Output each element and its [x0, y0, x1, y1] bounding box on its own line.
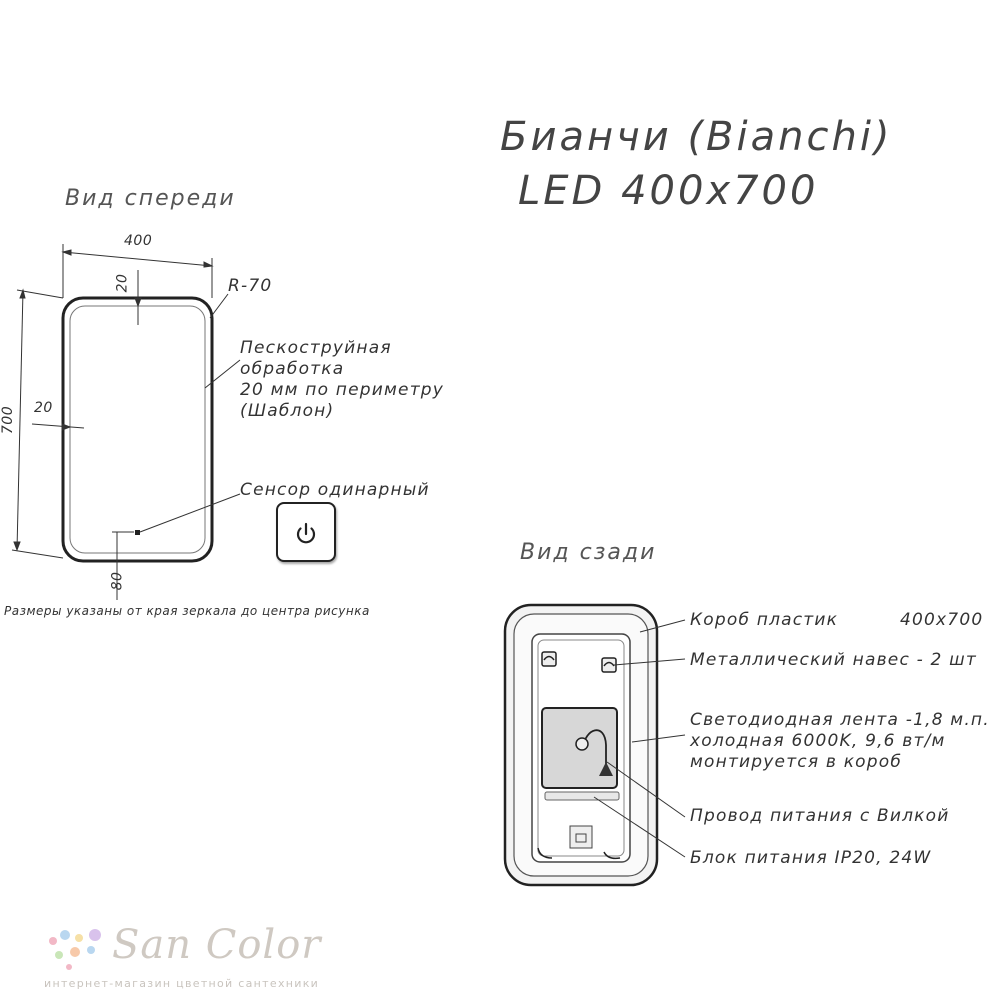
- metal-hanger-left: [541, 651, 557, 667]
- width-label: 400: [124, 233, 153, 249]
- sensor-leader: [139, 493, 241, 533]
- hanger-label: Металлический навес - 2 шт: [690, 650, 978, 670]
- bottom-connector: [569, 825, 593, 849]
- sensor-dot: [135, 530, 140, 535]
- front-view-heading: Вид спереди: [65, 186, 236, 211]
- led-leader: [631, 734, 686, 743]
- logo-name: San Color: [112, 922, 322, 968]
- led-label-line3: монтируется в короб: [690, 752, 903, 772]
- sensor-offset-dimension: [112, 531, 134, 600]
- power-supply: [544, 791, 620, 801]
- box-size-label: 400x700: [900, 610, 984, 630]
- sandblast-label-line1: Пескоструйная: [240, 338, 392, 358]
- psu-leader: [593, 796, 686, 858]
- sensor-label: Сенсор одинарный: [240, 480, 430, 500]
- back-view-heading: Вид сзади: [520, 540, 657, 565]
- led-label-line2: холодная 6000K, 9,6 вт/м: [690, 731, 946, 751]
- plug-icon: [599, 762, 613, 776]
- hanger-leader: [613, 658, 686, 666]
- cable-connector: [575, 737, 589, 751]
- box-label: Короб пластик: [690, 610, 839, 630]
- logo-dots-icon: [49, 929, 101, 970]
- radius-leader: [209, 293, 229, 319]
- top-offset-dimension: [134, 270, 142, 325]
- power-icon: [296, 522, 316, 544]
- cable-label: Провод питания с Вилкой: [690, 806, 950, 826]
- sensor-button-icon: [276, 502, 336, 562]
- height-dimension: [11, 288, 64, 559]
- drawing-title-line2: LED 400x700: [518, 168, 819, 214]
- led-label-line1: Светодиодная лента -1,8 м.п.: [690, 710, 990, 730]
- drawing-title-line1: Бианчи (Bianchi): [500, 114, 893, 160]
- logo-tagline: интернет-магазин цветной сантехники: [44, 977, 320, 990]
- side-offset-dimension: [31, 423, 85, 431]
- box-leader: [639, 619, 686, 633]
- radius-label: R-70: [228, 276, 273, 296]
- metal-hanger-right: [601, 657, 617, 673]
- psu-label: Блок питания IP20, 24W: [690, 848, 932, 868]
- dimension-note: Размеры указаны от края зеркала до центр…: [4, 604, 370, 618]
- width-dimension: [61, 244, 214, 298]
- sandblast-leader: [204, 359, 241, 389]
- sandblast-label-line2: обработка: [240, 359, 345, 379]
- sandblast-label-line3: 20 мм по периметру: [240, 380, 445, 400]
- sandblast-label-line4: (Шаблон): [240, 401, 335, 421]
- cable-leader: [606, 761, 686, 818]
- side-offset-label: 20: [34, 400, 53, 416]
